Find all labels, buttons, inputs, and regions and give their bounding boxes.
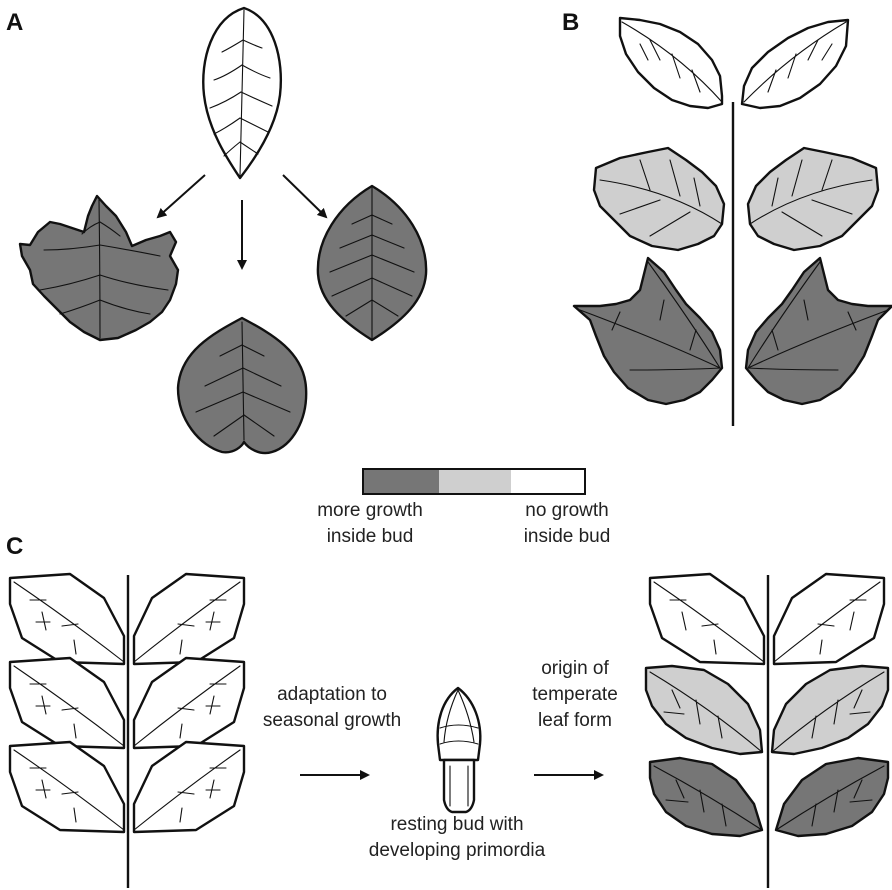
arrow-icon [158,175,205,217]
step2-line3: leaf form [538,710,612,731]
step1-line1: adaptation to [277,684,387,705]
panel-c: C [6,533,888,888]
step1-line2: seasonal growth [263,710,401,731]
legend-swatch-no-growth [511,469,585,494]
growth-legend: more growth inside bud no growth inside … [317,469,610,547]
toothed-leaf-icon [318,186,426,340]
panel-b: B [562,9,892,426]
legend-left-line1: more growth [317,500,423,521]
arrow-icon [283,175,326,217]
legend-swatch-intermediate [439,469,511,494]
compound-leaf-icon [646,574,888,888]
resting-bud-icon [438,688,481,812]
legend-swatch-more-growth [363,469,439,494]
compound-leaf-icon [620,18,848,108]
panel-a: A [6,8,426,453]
panel-b-label: B [562,9,579,36]
panel-c-label: C [6,533,23,560]
entire-leaf-icon [203,8,281,178]
bud-line2: developing primordia [369,840,546,861]
legend-right-line2: inside bud [524,526,611,547]
lobed-leaf-icon [20,196,178,340]
legend-left-line2: inside bud [327,526,414,547]
toothed-leaf-icon [178,318,306,453]
step2-line2: temperate [532,684,618,705]
compound-leaf-icon [10,574,244,888]
bud-line1: resting bud with [390,814,523,835]
compound-leaf-icon [594,148,878,250]
panel-a-label: A [6,9,23,36]
step2-line1: origin of [541,658,609,679]
legend-right-line1: no growth [525,500,608,521]
